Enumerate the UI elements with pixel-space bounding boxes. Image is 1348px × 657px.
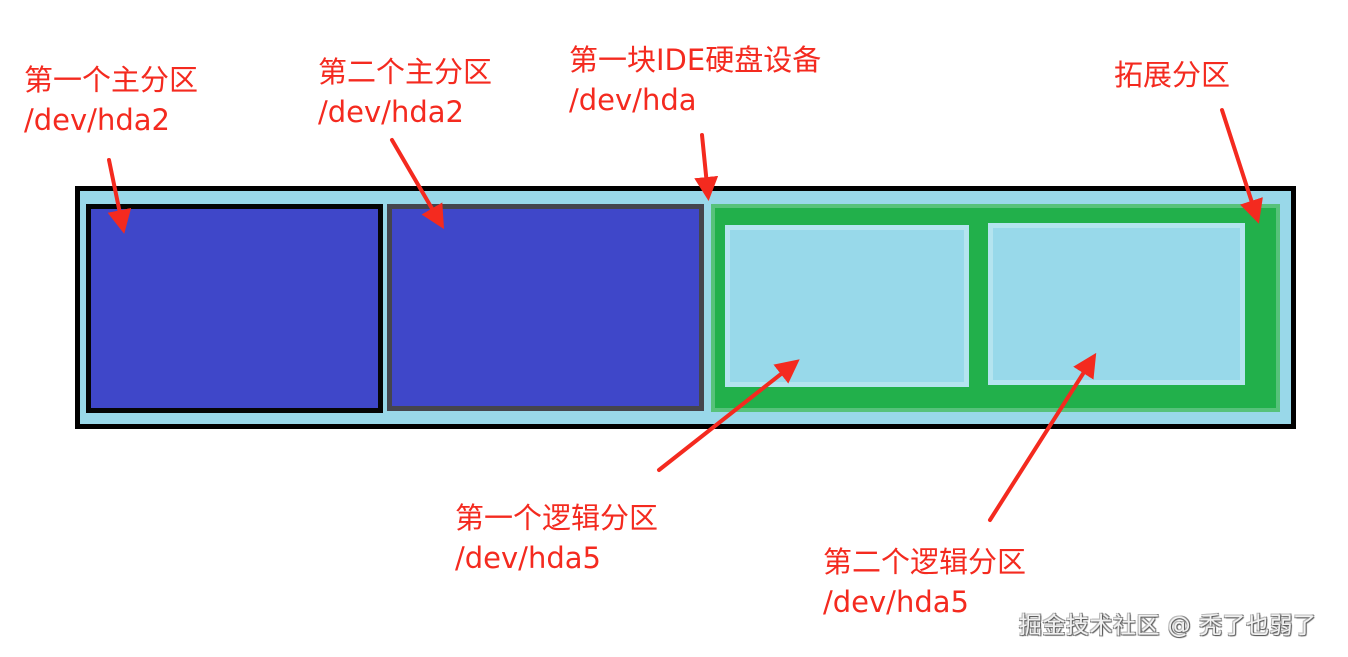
arrow-to-disk-icon xyxy=(694,133,719,201)
primary-partition-1-device: /dev/hda2 xyxy=(24,103,170,137)
extended-partition-title: 拓展分区 xyxy=(1114,58,1231,92)
ide-disk-device: /dev/hda xyxy=(569,83,697,117)
logical-partition-1-title: 第一个逻辑分区 xyxy=(455,501,659,535)
logical-partition-2-title: 第二个逻辑分区 xyxy=(823,545,1027,579)
primary-partition-2-label: 第二个主分区 /dev/hda2 xyxy=(318,52,492,132)
logical-partition-2-label: 第二个逻辑分区 /dev/hda5 xyxy=(823,542,1026,622)
ide-disk-title: 第一块IDE硬盘设备 xyxy=(569,43,822,77)
extended-partition-label: 拓展分区 xyxy=(1114,55,1230,95)
primary-partition-1-box xyxy=(86,204,383,413)
ide-disk-label: 第一块IDE硬盘设备 /dev/hda xyxy=(569,40,821,120)
logical-partition-2-box xyxy=(988,223,1245,385)
logical-partition-1-device: /dev/hda5 xyxy=(455,541,601,575)
logical-partition-1-label: 第一个逻辑分区 /dev/hda5 xyxy=(455,498,658,578)
primary-partition-1-label: 第一个主分区 /dev/hda2 xyxy=(24,60,198,140)
arrow-to-logical-2-icon xyxy=(988,352,1097,522)
arrow-to-primary-2-icon xyxy=(390,138,445,230)
arrow-icon xyxy=(107,108,1263,522)
primary-partition-2-box xyxy=(387,204,704,411)
arrow-to-primary-1-icon xyxy=(107,158,132,234)
arrow-to-logical-1-icon xyxy=(657,359,800,472)
primary-partition-2-device: /dev/hda2 xyxy=(318,95,464,129)
primary-partition-1-title: 第一个主分区 xyxy=(24,63,199,97)
logical-partition-1-box xyxy=(725,225,969,387)
primary-partition-2-title: 第二个主分区 xyxy=(318,55,493,89)
arrow-to-extended-icon xyxy=(1220,108,1263,224)
watermark: 掘金技术社区 @ 秃了也弱了 xyxy=(1019,613,1317,639)
logical-partition-2-device: /dev/hda5 xyxy=(823,585,969,619)
